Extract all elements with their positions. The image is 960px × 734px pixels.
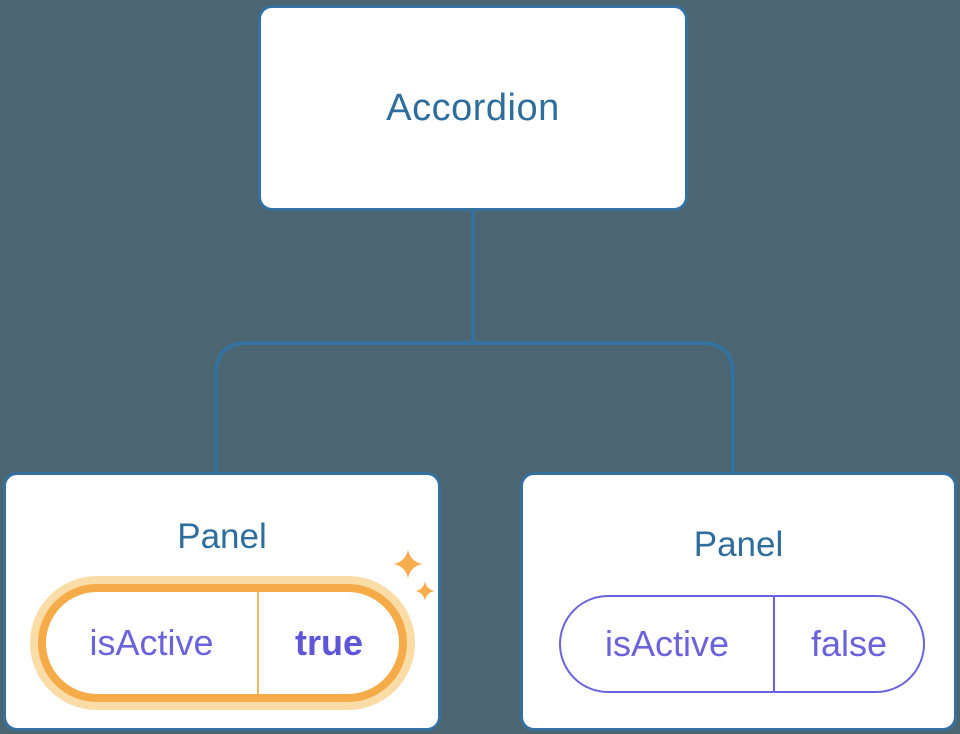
state-pill-active: isActive true	[38, 584, 407, 702]
connector-branches	[214, 341, 735, 472]
panel-node-label: Panel	[177, 517, 267, 556]
tree-node-accordion: Accordion	[258, 5, 688, 211]
state-value-label: false	[773, 597, 923, 691]
panel-node-label: Panel	[693, 525, 784, 564]
tree-node-panel-active: Panel isActive true	[3, 472, 441, 731]
sparkle-icon	[393, 549, 423, 579]
accordion-node-label: Accordion	[386, 86, 560, 129]
state-key-label: isActive	[89, 622, 214, 663]
state-key-label: isActive	[604, 623, 730, 664]
state-pill-inactive: isActive false	[559, 595, 925, 693]
tree-node-panel-inactive: Panel isActive false	[520, 472, 957, 731]
state-value-label: true	[257, 592, 399, 694]
sparkle-icon-small	[415, 581, 435, 601]
